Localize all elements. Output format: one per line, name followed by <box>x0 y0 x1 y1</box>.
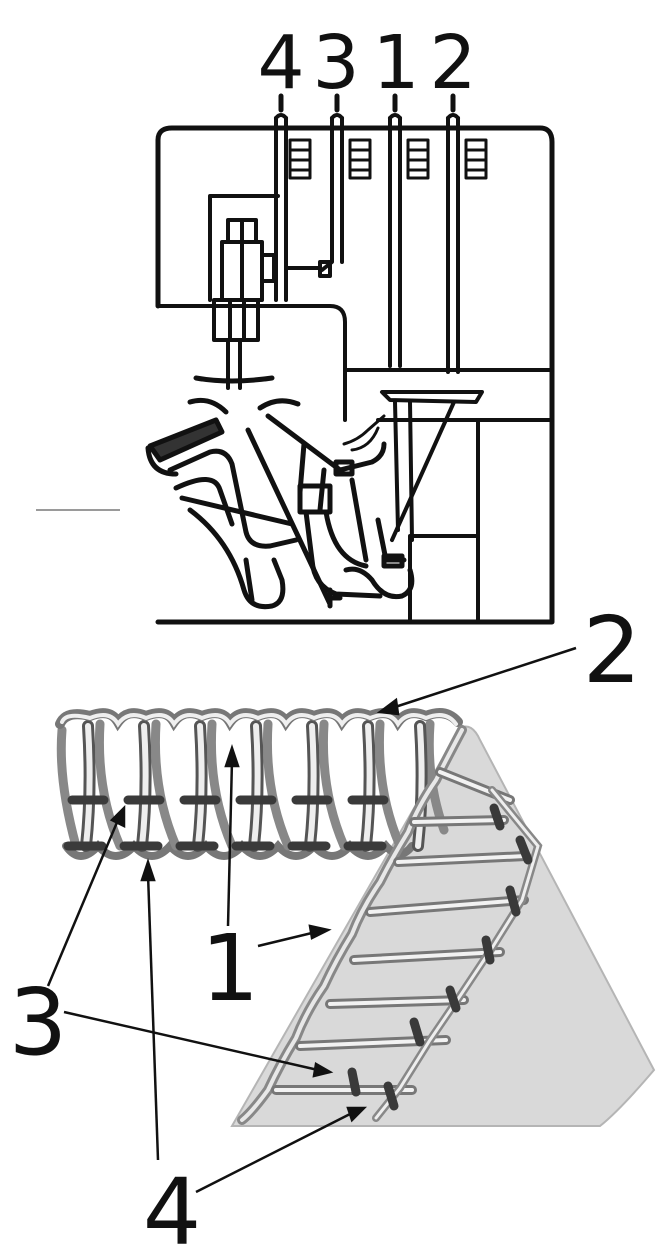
thread-label-4: 4 <box>257 20 304 106</box>
vertical-threads <box>80 720 428 852</box>
needle-bar-assembly <box>212 218 332 390</box>
diagonal-stitch-band <box>237 725 543 1125</box>
thread-label-3: 3 <box>312 20 359 106</box>
stitch-label-4: 4 <box>143 1159 202 1260</box>
machine-casing <box>155 125 555 625</box>
lower-looper <box>145 417 299 610</box>
stitch-label-1: 1 <box>201 915 260 1022</box>
tension-guides <box>288 138 488 180</box>
stitch-label-2: 2 <box>583 597 642 704</box>
machine-upper-body <box>158 194 554 422</box>
presser-foot <box>187 375 301 415</box>
thread-label-2: 2 <box>429 20 476 106</box>
stitch-illustration: 2 1 3 4 <box>9 597 656 1260</box>
thread-label-1: 1 <box>372 20 419 106</box>
horizontal-stitch-band <box>55 708 463 860</box>
upper-looper <box>245 413 415 609</box>
foot-loops <box>342 414 386 452</box>
pointer-arrows <box>46 646 577 1194</box>
cross-plate <box>380 390 484 542</box>
machine-diagram: 4 3 1 2 <box>145 20 555 625</box>
stitch-label-3: 3 <box>9 969 68 1076</box>
label-ticks <box>278 93 456 113</box>
fabric-panel <box>230 725 656 1127</box>
right-housing <box>408 418 480 624</box>
thread-paths <box>274 113 460 374</box>
knots-diagonal <box>347 803 533 1111</box>
